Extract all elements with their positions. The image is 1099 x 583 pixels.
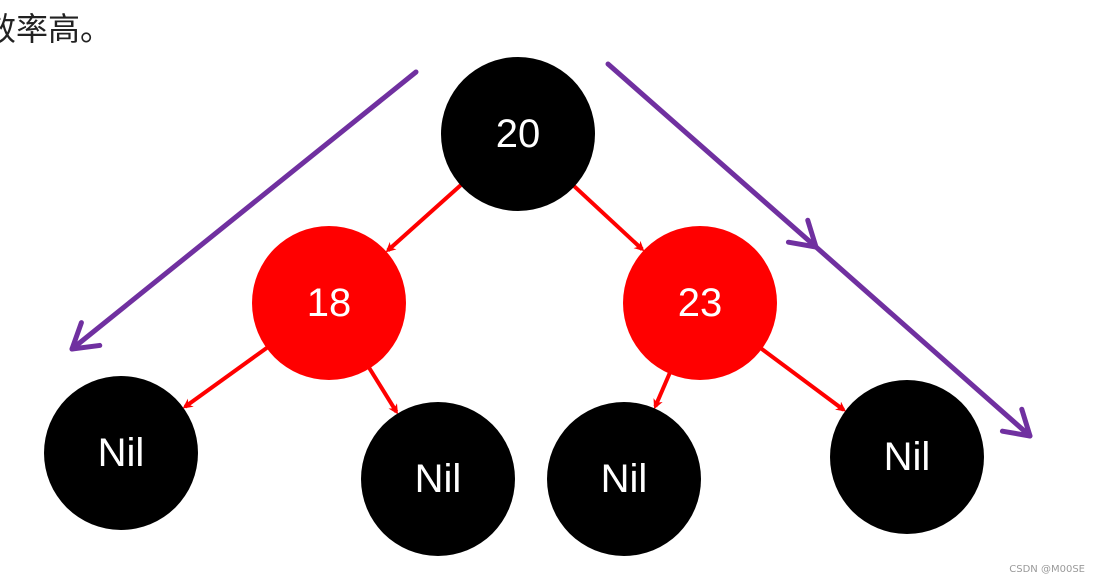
tree-node-n23: 23 [623, 226, 777, 380]
tree-node-nil2: Nil [361, 402, 515, 556]
edges-layer [182, 181, 847, 415]
edge-n18-nil2 [365, 364, 399, 415]
tree-node-nil3: Nil [547, 402, 701, 556]
edge-n18-nil1 [182, 344, 271, 409]
edge-n23-nil4 [757, 344, 847, 412]
watermark: CSDN @M00SE [1009, 564, 1085, 575]
node-circle [441, 57, 595, 211]
node-label: Nil [98, 431, 145, 475]
node-label: 18 [307, 281, 352, 325]
tree-node-n18: 18 [252, 226, 406, 380]
edge-n20-n18 [385, 181, 465, 253]
node-label: Nil [415, 457, 462, 501]
tree-node-nil1: Nil [44, 376, 198, 530]
tree-node-nil4: Nil [830, 380, 984, 534]
node-circle [830, 380, 984, 534]
node-circle [361, 402, 515, 556]
header-text: 效率高。 [0, 10, 113, 48]
node-circle [547, 402, 701, 556]
arrow-down-right-icon [605, 61, 1033, 439]
arrow-down-left-icon [69, 69, 419, 352]
node-label: Nil [601, 457, 648, 501]
tree-node-n20: 20 [441, 57, 595, 211]
node-circle [252, 226, 406, 380]
edge-n20-n23 [570, 182, 645, 252]
node-circle [44, 376, 198, 530]
path-arrows-layer [69, 61, 1033, 439]
node-label: 20 [496, 112, 541, 156]
edge-n23-nil3 [653, 369, 673, 410]
node-label: 23 [678, 281, 723, 325]
node-label: Nil [884, 435, 931, 479]
node-circle [623, 226, 777, 380]
